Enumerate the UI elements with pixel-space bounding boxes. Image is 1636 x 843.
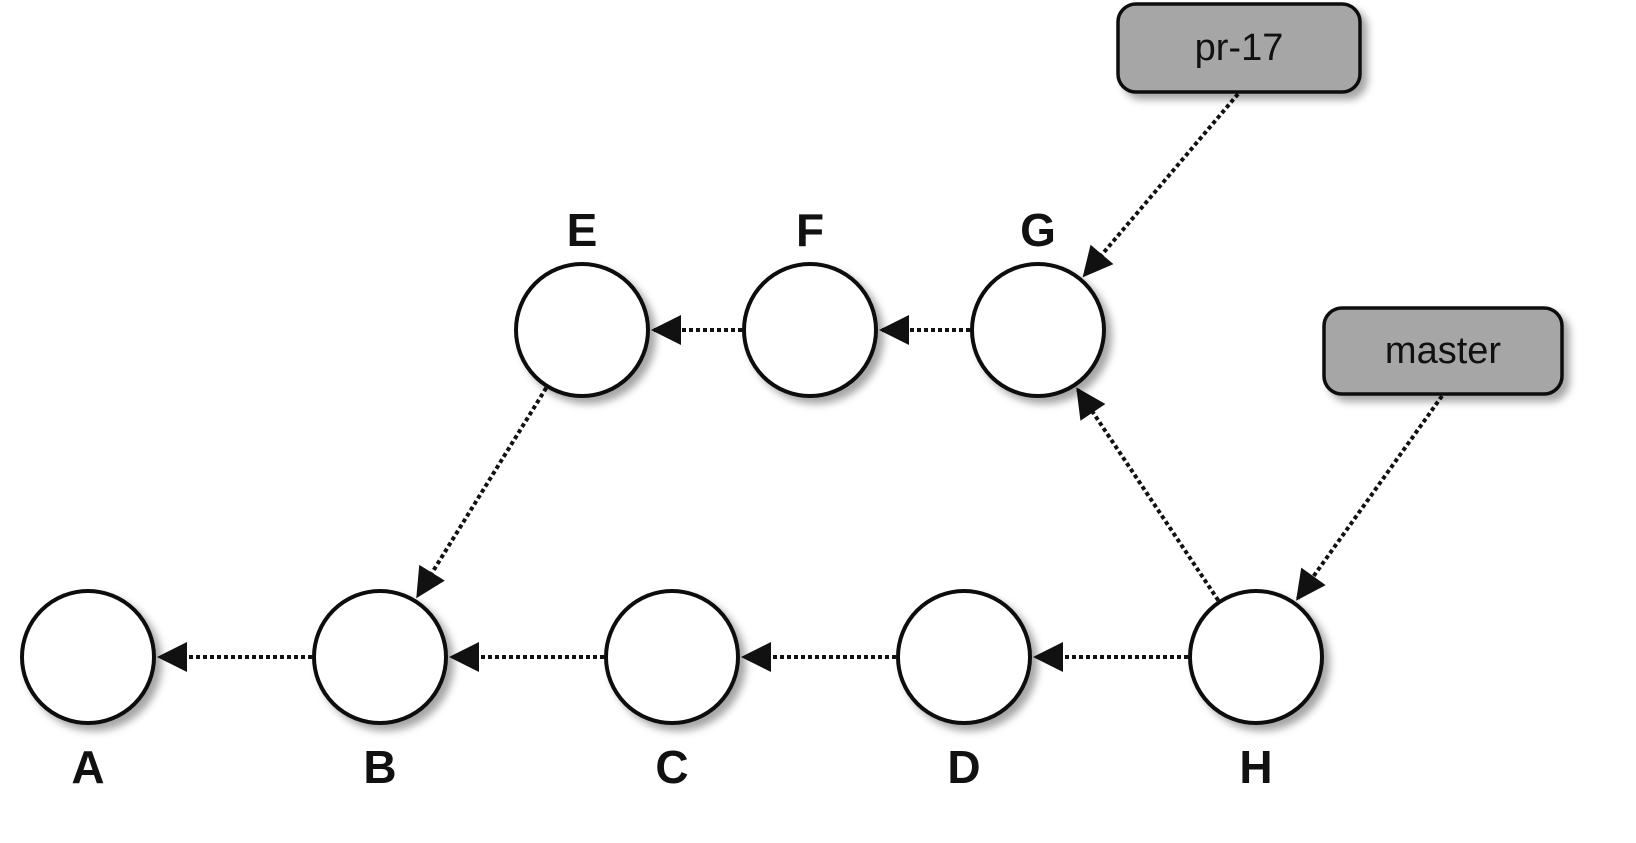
ref-box-master	[1322, 306, 1564, 396]
commit-label-D: D	[947, 741, 980, 793]
edge-E-B	[416, 386, 548, 599]
commit-C: C	[604, 589, 740, 793]
commit-circle-A	[20, 589, 156, 725]
commit-circle-H	[1188, 589, 1324, 725]
commit-label-A: A	[71, 741, 104, 793]
commit-H: H	[1188, 589, 1324, 793]
commit-circle-B	[312, 589, 448, 725]
commit-circle-E	[514, 262, 650, 398]
commit-F: F	[742, 204, 878, 398]
commit-D: D	[896, 589, 1032, 793]
commit-circle-C	[604, 589, 740, 725]
commit-G: G	[970, 204, 1106, 398]
edge-ref-pr-17	[1082, 92, 1240, 278]
refs: pr-17 master	[1116, 2, 1564, 396]
commit-E: E	[514, 204, 650, 398]
commit-B: B	[312, 589, 448, 793]
edges	[157, 92, 1444, 672]
commit-label-G: G	[1020, 204, 1056, 256]
ref-label-master: master	[1385, 330, 1501, 372]
commit-label-C: C	[655, 741, 688, 793]
ref-master: master	[1322, 306, 1564, 396]
commits: A B C D H E F G	[20, 204, 1324, 793]
commit-circle-F	[742, 262, 878, 398]
commit-A: A	[20, 589, 156, 793]
ref-label-pr-17: pr-17	[1195, 27, 1284, 69]
commit-label-H: H	[1239, 741, 1272, 793]
edge-ref-master	[1296, 394, 1444, 601]
ref-pr-17: pr-17	[1116, 2, 1362, 94]
commit-circle-G	[970, 262, 1106, 398]
commit-label-F: F	[796, 204, 824, 256]
commit-circle-D	[896, 589, 1032, 725]
edge-H-G	[1076, 387, 1220, 602]
commit-label-E: E	[567, 204, 598, 256]
ref-box-pr-17	[1116, 2, 1362, 94]
commit-label-B: B	[363, 741, 396, 793]
